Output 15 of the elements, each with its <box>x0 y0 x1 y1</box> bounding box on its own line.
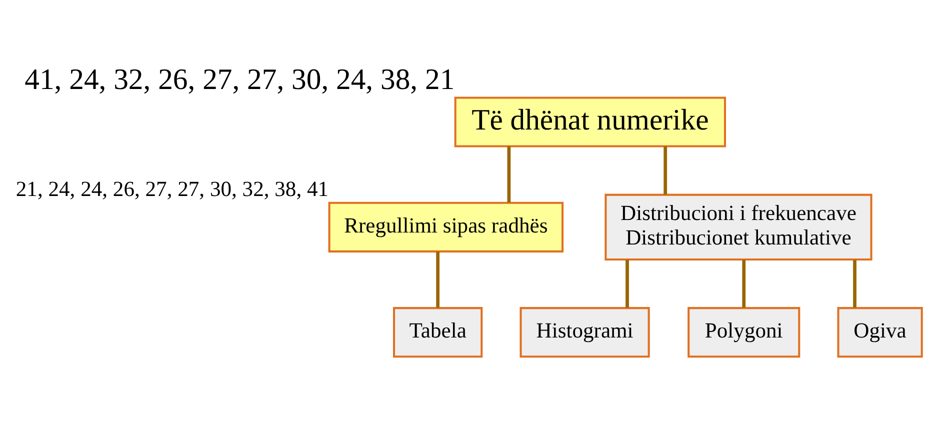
node-box: Polygoni <box>687 306 800 358</box>
connector <box>506 146 510 202</box>
connector <box>436 251 440 308</box>
node-box: Tabela <box>392 306 482 358</box>
node-box: Histogrami <box>519 306 650 358</box>
node-box: Rregullimi sipas radhës <box>328 201 564 252</box>
connector <box>852 259 856 308</box>
node-box: Distribucioni i frekuencave Distribucionet kumulative <box>604 193 872 260</box>
connector <box>663 146 667 194</box>
connector <box>742 259 746 308</box>
node-label: 21, 24, 24, 26, 27, 27, 30, 32, 38, 41 <box>15 176 328 200</box>
node-label: 41, 24, 32, 26, 27, 27, 30, 24, 38, 21 <box>24 64 454 96</box>
connector <box>625 259 628 308</box>
node-box: Të dhënat numerike <box>454 96 726 147</box>
node-box: Ogiva <box>836 306 922 358</box>
